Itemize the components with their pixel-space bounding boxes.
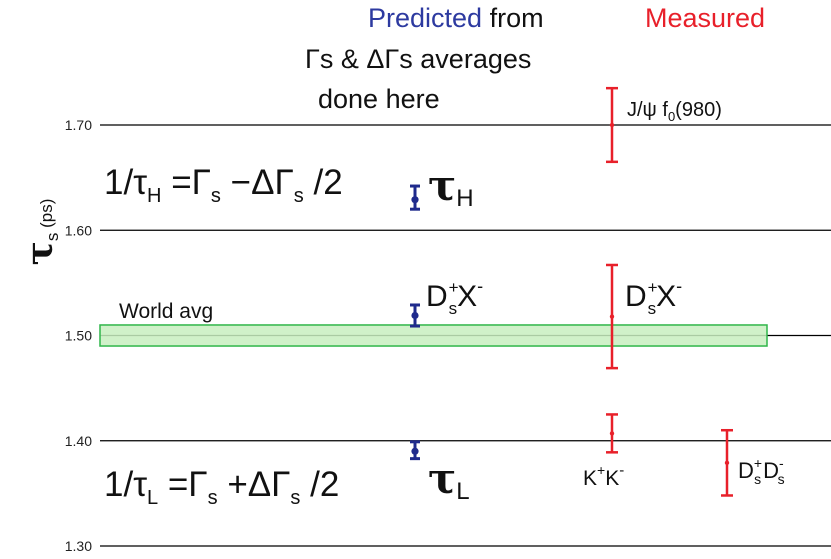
measured-point-2 xyxy=(606,413,618,454)
y-tick-1.30: 1.30 xyxy=(65,538,92,554)
y-axis-label: τs (ps) xyxy=(19,199,62,266)
label-tau-h: τH xyxy=(428,161,474,212)
world-avg-rect xyxy=(99,324,768,347)
measured-series: J/ψ f0(980) D+sX- K+K- D+sD-s xyxy=(583,86,785,497)
measured-point-2-point xyxy=(609,431,615,436)
column-headers: Predicted from Γs & ΔΓs averages done here… xyxy=(305,3,765,114)
measured-point-0 xyxy=(606,86,618,164)
measured-point-1 xyxy=(606,263,618,370)
predicted-series: τH D+sX-τL xyxy=(410,161,483,505)
y-axis-title: τs (ps) xyxy=(19,199,62,266)
label-jpsi-f0: J/ψ f0(980) xyxy=(627,99,722,124)
header-predicted: Predicted from xyxy=(368,3,544,33)
predicted-point-0-point xyxy=(411,196,419,204)
header-measured: Measured xyxy=(645,3,765,33)
predicted-point-2-point xyxy=(411,447,419,455)
y-tick-1.50: 1.50 xyxy=(65,328,92,344)
formula-tau-h: 1/τH =Γs −ΔΓs /2 xyxy=(104,163,343,207)
predicted-point-0 xyxy=(410,184,420,211)
label-ds-x-predicted: D+sX- xyxy=(426,276,483,318)
header-predicted-line3: done here xyxy=(318,84,440,114)
y-tick-1.70: 1.70 xyxy=(65,117,92,133)
predicted-point-1 xyxy=(410,303,420,328)
formula-tau-l: 1/τL =Γs +ΔΓs /2 xyxy=(104,465,339,509)
y-tick-1.60: 1.60 xyxy=(65,222,92,238)
y-tick-1.40: 1.40 xyxy=(65,433,92,449)
predicted-point-2 xyxy=(410,440,420,461)
label-tau-l: τL xyxy=(428,454,470,505)
world-avg-label: World avg xyxy=(119,300,213,323)
measured-point-3-point xyxy=(724,460,730,466)
label-ds-ds: D+sD-s xyxy=(738,455,785,487)
world-avg-band: World avg xyxy=(99,300,768,347)
measured-point-1-point xyxy=(609,314,615,319)
y-tick-labels: 1.30 1.40 1.50 1.60 1.70 xyxy=(65,117,92,554)
y-axis-label-text: τs (ps) xyxy=(19,199,62,266)
formulas: 1/τH =Γs −ΔΓs /2 1/τL =Γs +ΔΓs /2 xyxy=(104,163,343,509)
measured-point-0-point xyxy=(609,122,615,128)
predicted-point-1-point xyxy=(411,311,419,320)
label-ds-x-measured: D+sX- xyxy=(625,276,682,318)
header-predicted-line2: Γs & ΔΓs averages xyxy=(305,44,531,74)
label-kk: K+K- xyxy=(583,462,624,490)
measured-point-3 xyxy=(721,428,733,497)
